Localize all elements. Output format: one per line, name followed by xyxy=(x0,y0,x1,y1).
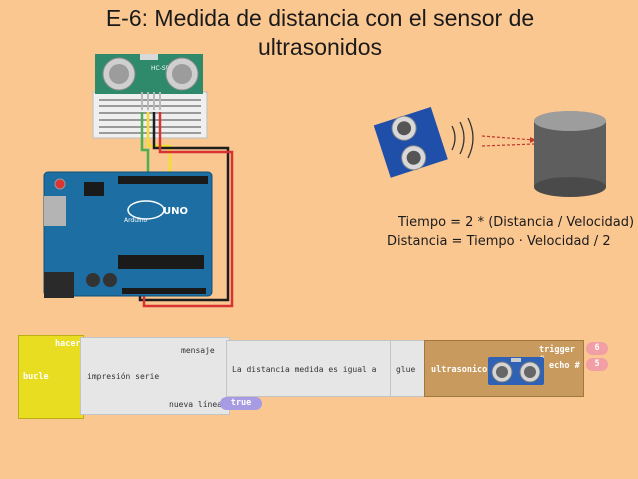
title-line-2: ultrasonidos xyxy=(257,34,383,60)
formula-tiempo: Tiempo = 2 * (Distancia / Velocidad) xyxy=(398,215,635,230)
board-model-label: UNO xyxy=(163,206,188,217)
echo-label: echo # xyxy=(549,361,580,371)
bucle-label: bucle xyxy=(23,372,49,382)
ultrasonico-label: ultrasonico xyxy=(431,365,488,375)
text-block[interactable]: La distancia medida es igual a xyxy=(226,340,392,397)
trigger-value-block[interactable]: 6 xyxy=(586,342,608,355)
obstacle-cylinder xyxy=(534,121,606,187)
breadboard xyxy=(92,91,208,139)
echo-value-block[interactable]: 5 xyxy=(586,358,608,371)
nueva-linea-label: nueva línea xyxy=(169,400,222,409)
formula-distancia: Distancia = Tiempo · Velocidad / 2 xyxy=(387,234,611,249)
slide-title: E-6: Medida de distancia con el sensor d… xyxy=(40,4,600,62)
sensor-label: HC-SR04 xyxy=(151,65,178,72)
glue-block[interactable]: glue xyxy=(390,340,426,397)
impresion-serie-label: impresión serie xyxy=(87,372,160,381)
text-value: La distancia medida es igual a xyxy=(232,365,377,374)
bucle-block[interactable]: hacer bucle xyxy=(18,335,84,419)
mensaje-label: mensaje xyxy=(181,346,215,355)
measurement-diagram xyxy=(373,106,606,197)
title-line-1: E-6: Medida de distancia con el sensor d… xyxy=(105,5,535,31)
board-brand-label: Arduino xyxy=(124,217,148,224)
impresion-serie-block[interactable]: mensaje impresión serie nueva línea xyxy=(80,337,230,415)
ultrasonico-block[interactable]: ultrasonico trigger # echo # xyxy=(424,340,584,397)
glue-label: glue xyxy=(396,365,416,374)
wiring-illustration: HC-SR04 UNO Arduino xyxy=(43,54,234,308)
ultrasonico-sensor-icon xyxy=(488,357,544,385)
hacer-label: hacer xyxy=(55,339,81,349)
true-value-block[interactable]: true xyxy=(220,397,262,410)
